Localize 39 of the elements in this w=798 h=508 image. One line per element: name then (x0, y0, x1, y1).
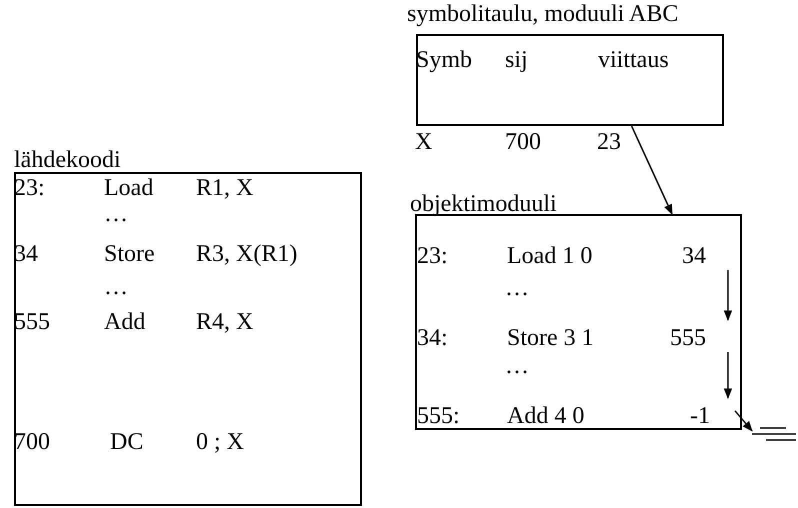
code-text: 34 (14, 242, 38, 266)
table-text: X (415, 130, 432, 154)
code-text: Load 1 0 (507, 244, 592, 268)
heading-label: lähdekoodi (14, 148, 121, 172)
code-text: 23: (417, 244, 448, 268)
code-text: Store (104, 242, 155, 266)
code-text: -1 (690, 404, 710, 428)
code-text: … (505, 276, 529, 300)
code-text: Add (104, 310, 146, 334)
ground-symbol (752, 426, 796, 442)
arrow (734, 410, 753, 432)
code-text: R4, X (196, 310, 254, 334)
code-text: R3, X(R1) (196, 242, 298, 266)
arrow (724, 270, 732, 322)
code-text: … (104, 275, 128, 299)
code-text: 555 (14, 310, 50, 334)
heading-label: symbolitaulu, moduuli ABC (407, 2, 678, 26)
code-text: R1, X (196, 176, 254, 200)
arrow (724, 352, 732, 400)
code-text: 34: (417, 326, 448, 350)
code-text: 555 (670, 326, 706, 350)
code-text: Store 3 1 (507, 326, 594, 350)
code-text: 0 ; X (196, 430, 244, 454)
code-text: … (505, 354, 529, 378)
code-text: DC (110, 430, 144, 454)
code-text: 23: (14, 176, 45, 200)
code-text: 700 (14, 430, 50, 454)
code-text: … (104, 202, 128, 226)
table-text: 700 (505, 130, 541, 154)
heading-label: objektimoduuli (410, 192, 557, 216)
code-text: Load (104, 176, 154, 200)
table-text: sij (505, 48, 528, 72)
code-text: 555: (417, 404, 460, 428)
code-text: 34 (682, 244, 706, 268)
code-text: Add 4 0 (507, 404, 584, 428)
table-text: 23 (597, 130, 621, 154)
table-text: Symb (416, 48, 472, 72)
arrow (630, 126, 673, 215)
table-text: viittaus (598, 48, 669, 72)
